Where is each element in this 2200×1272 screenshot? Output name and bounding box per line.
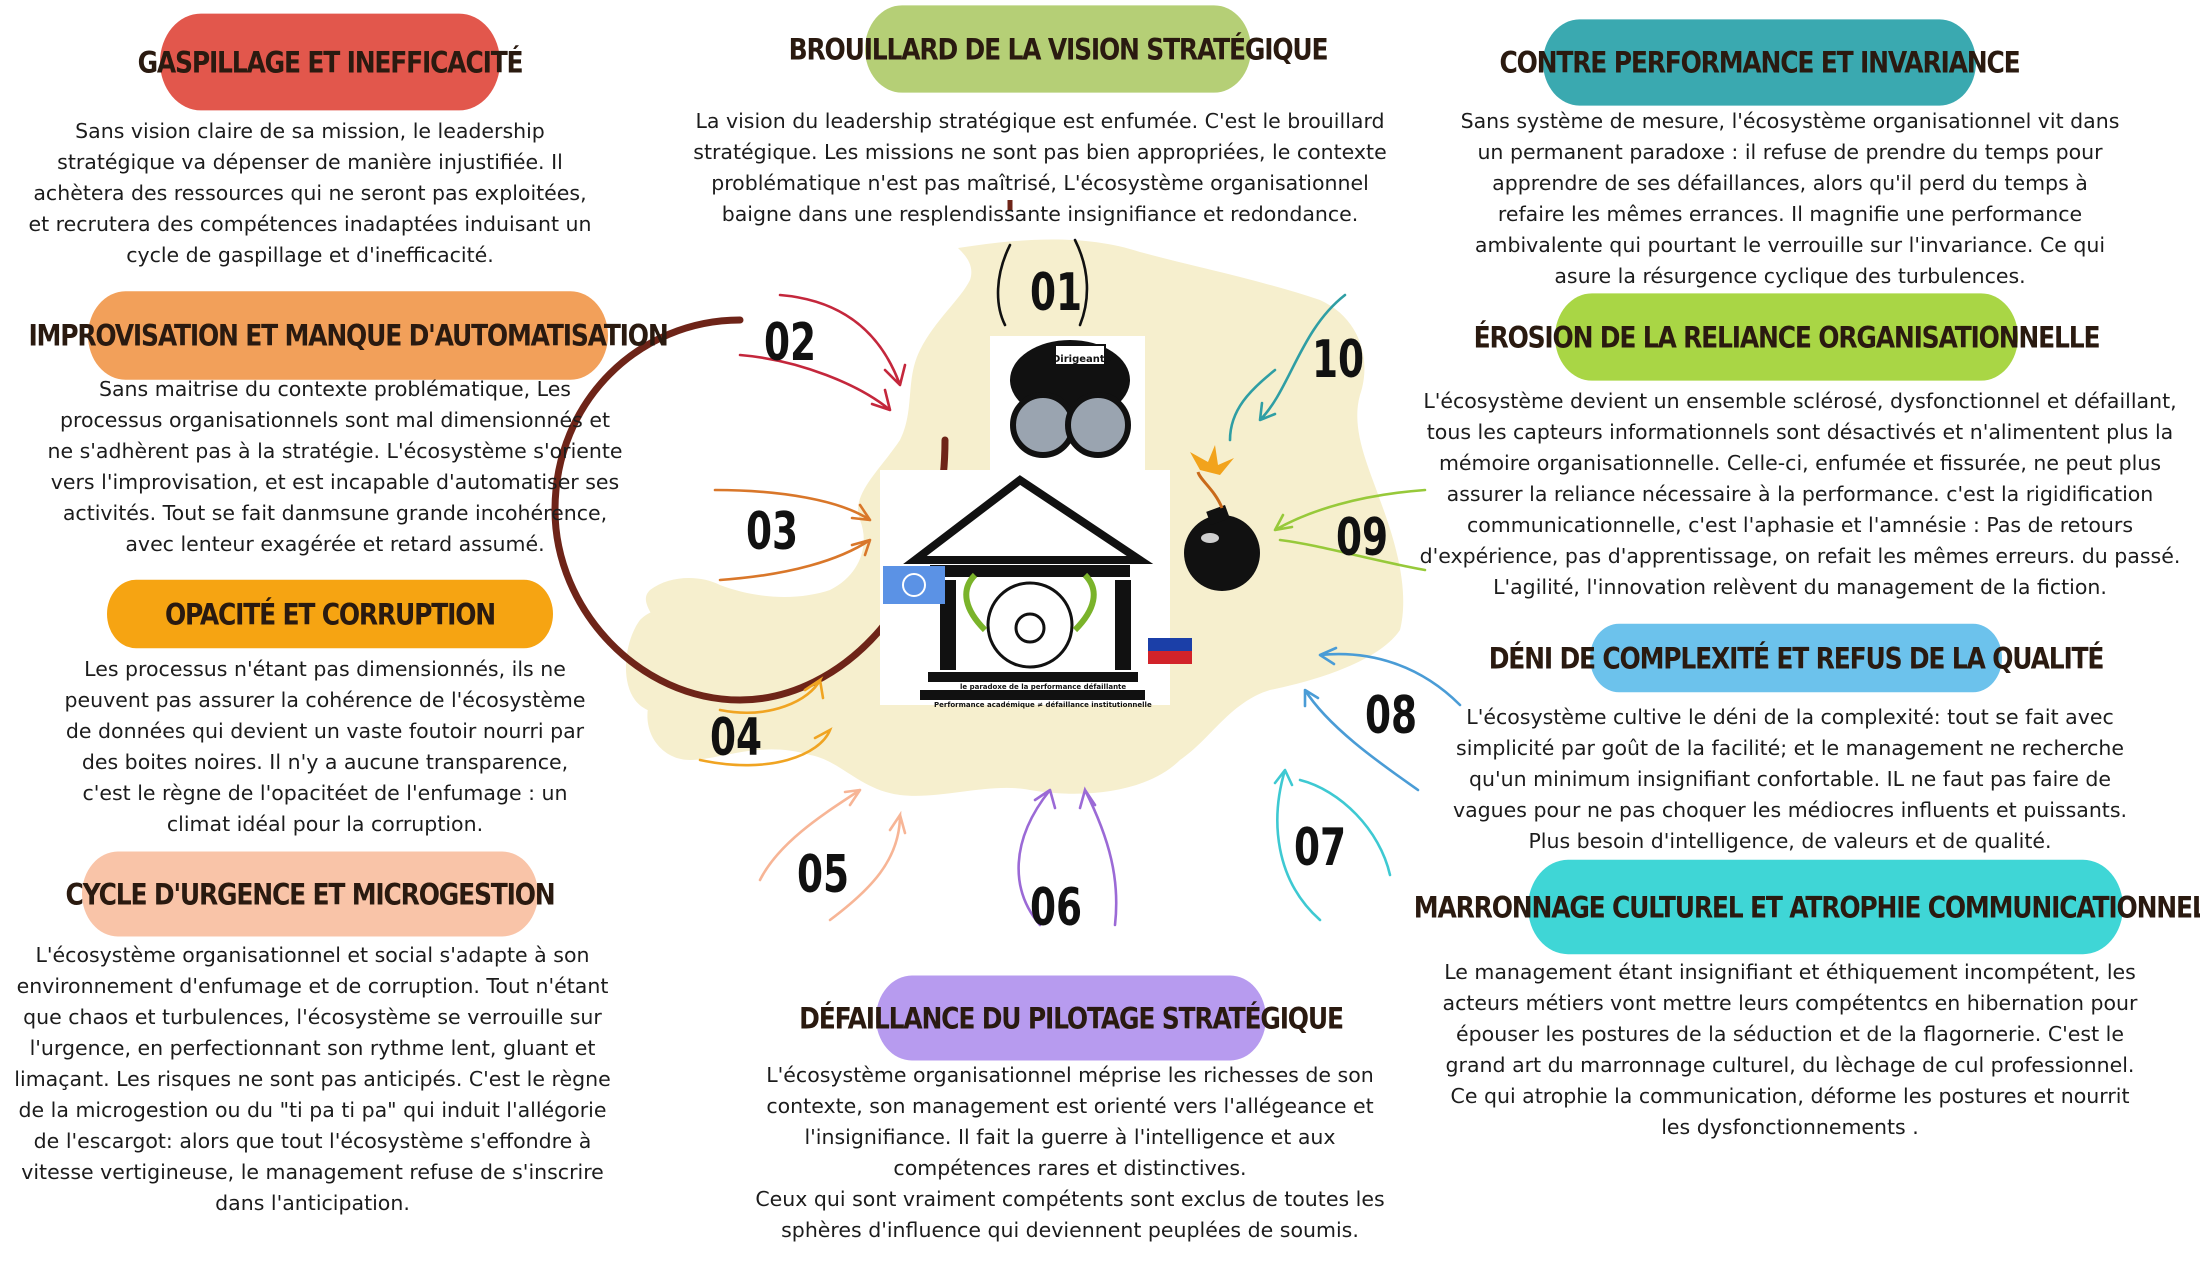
dirigeants-badge: Dirigeants	[1052, 354, 1111, 365]
arrow-08	[1303, 646, 1462, 792]
arrow-10	[1228, 293, 1347, 442]
number-10: 10	[1312, 330, 1365, 390]
arrow-02	[738, 293, 907, 412]
title-deni: DÉNI DE COMPLEXITÉ ET REFUS DE LA QUALIT…	[1489, 623, 2104, 693]
title-urgence: CYCLE D'URGENCE ET MICROGESTION	[65, 851, 556, 937]
text-brouillard: La vision du leadership stratégique est …	[693, 109, 1387, 226]
text-urgence: L'écosystème organisationnel et social s…	[14, 943, 611, 1215]
arrow-04	[698, 676, 833, 767]
text-erosion: L'écosystème devient un ensemble scléros…	[1419, 389, 2181, 599]
un-flag-icon	[883, 566, 945, 604]
building-subcaption: Performance académique ≠ défaillance ins…	[934, 701, 1152, 709]
title-gaspillage: GASPILLAGE ET INEFFICACITÉ	[138, 13, 524, 111]
island-map-west	[625, 607, 733, 715]
arrow-03	[713, 488, 872, 582]
text-improvisation: Sans maitrise du contexte problématique,…	[47, 377, 623, 556]
number-08: 08	[1365, 686, 1418, 746]
text-contre-performance: Sans système de mesure, l'écosystème org…	[1460, 109, 2120, 288]
building-caption: le paradoxe de la performance défaillant…	[960, 683, 1127, 691]
number-05: 05	[797, 845, 850, 905]
title-erosion: ÉROSION DE LA RELIANCE ORGANISATIONNELLE	[1474, 293, 2101, 381]
title-improvisation: IMPROVISATION ET MANQUE D'AUTOMATISATION	[28, 291, 669, 380]
number-01: 01	[1030, 263, 1083, 323]
text-opacite: Les processus n'étant pas dimensionnés, …	[64, 657, 586, 836]
text-marronnage: Le management étant insignifiant et éthi…	[1442, 960, 2138, 1139]
text-pilotage: L'écosystème organisationnel méprise les…	[755, 1063, 1385, 1242]
arrow-01	[996, 238, 1089, 327]
haiti-flag-icon	[1148, 638, 1192, 664]
number-02: 02	[764, 313, 817, 373]
arrow-09	[1273, 488, 1427, 572]
binoculars-icon	[990, 336, 1145, 471]
title-opacite: OPACITÉ ET CORRUPTION	[107, 579, 553, 649]
number-03: 03	[746, 502, 799, 562]
arrow-05	[758, 788, 907, 922]
number-09: 09	[1336, 508, 1389, 568]
number-07: 07	[1294, 818, 1347, 878]
title-contre-performance: CONTRE PERFORMANCE ET INVARIANCE	[1499, 19, 2021, 106]
title-pilotage: DÉFAILLANCE DU PILOTAGE STRATÉGIQUE	[799, 975, 1344, 1061]
arrow-06	[1017, 786, 1118, 927]
number-06: 06	[1030, 878, 1083, 938]
title-brouillard: BROUILLARD DE LA VISION STRATÉGIQUE	[789, 5, 1329, 93]
number-04: 04	[710, 708, 763, 768]
bomb-icon	[1184, 445, 1260, 591]
title-marronnage: MARRONNAGE CULTUREL ET ATROPHIE COMMUNIC…	[1414, 859, 2200, 955]
text-deni: L'écosystème cultive le déni de la compl…	[1452, 705, 2128, 853]
text-gaspillage: Sans vision claire de sa mission, le lea…	[28, 119, 592, 267]
arrow-07	[1273, 768, 1392, 922]
